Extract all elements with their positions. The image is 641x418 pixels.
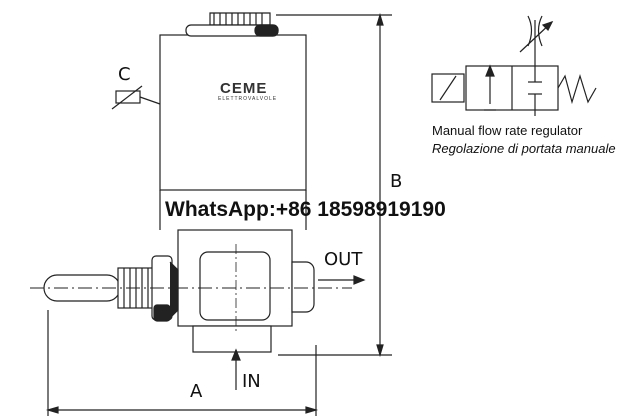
label-out: OUT: [324, 249, 363, 270]
brand-name: CEME: [220, 80, 268, 97]
brand-logo: CEME: [220, 80, 267, 97]
inlet-body: [192, 325, 272, 353]
coil-body: [159, 34, 307, 191]
label-c: C: [118, 64, 131, 85]
brand-subtitle: ELETTROVALVOLE: [218, 96, 278, 102]
symbol-caption-it: Regolazione di portata manuale: [432, 141, 616, 156]
label-a: A: [190, 381, 203, 402]
center-square: [199, 251, 271, 321]
out-fitting: [291, 261, 315, 313]
label-b: B: [390, 171, 403, 192]
top-thread: [209, 12, 271, 26]
symbol-caption-en: Manual flow rate regulator: [432, 123, 583, 138]
watermark-text: WhatsApp:+86 18598919190: [165, 198, 446, 221]
label-in: IN: [242, 371, 261, 392]
valve-symbol: [431, 15, 597, 116]
